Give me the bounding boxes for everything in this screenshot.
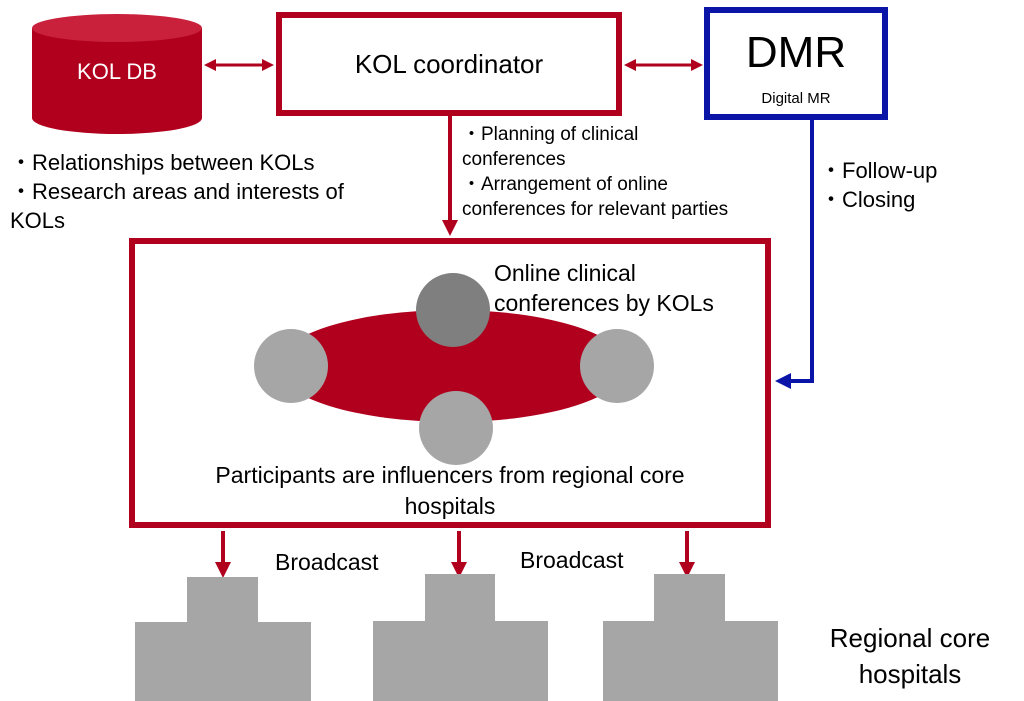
regional-hospitals-label: Regional core hospitals — [800, 620, 1020, 692]
note-line: conferences for relevant parties — [462, 199, 729, 220]
regional-label-line: hospitals — [858, 659, 962, 689]
note-line: conferences — [462, 149, 566, 170]
note-line: ・Closing — [820, 187, 916, 212]
conference-participants-text: Participants are influencers from region… — [140, 460, 760, 522]
conference-title-line: Online clinical — [494, 260, 636, 286]
kol-db-cylinder — [32, 14, 202, 134]
kol-coordinator-label: KOL coordinator — [354, 48, 544, 79]
dmr-box: DMR Digital MR — [704, 7, 888, 120]
regional-label-line: Regional core — [829, 623, 991, 653]
kol-coordinator-box: KOL coordinator — [276, 12, 622, 116]
note-line: ・Research areas and interests of — [10, 179, 344, 204]
arrow-dmr-conference — [775, 120, 814, 389]
online-conference-box — [129, 238, 771, 528]
note-line: ・Relationships between KOLs — [10, 150, 315, 175]
broadcast-label-2: Broadcast — [520, 547, 624, 573]
participant-bottom — [419, 391, 493, 465]
note-line: ・Planning of clinical — [462, 124, 639, 145]
participant-right — [580, 329, 654, 403]
dmr-subtitle: Digital MR — [761, 90, 831, 107]
conference-title-line: conferences by KOLs — [494, 290, 714, 316]
kol-db-label: KOL DB — [77, 59, 157, 84]
participant-top-kol — [416, 273, 490, 347]
dmr-notes: ・Follow-up ・Closing — [820, 156, 937, 214]
hospital-building-1 — [135, 577, 311, 701]
hospital-building-2 — [373, 574, 548, 701]
note-line: ・Arrangement of online — [462, 174, 668, 195]
participants-line: hospitals — [404, 493, 496, 519]
conference-title: Online clinical conferences by KOLs — [494, 258, 714, 318]
note-line: ・Follow-up — [820, 158, 938, 183]
coordinator-notes: ・Planning of clinical conferences ・Arran… — [462, 122, 728, 222]
participants-line: Participants are influencers from region… — [215, 462, 685, 488]
conference-table — [277, 310, 627, 422]
kol-db-notes: ・Relationships between KOLs ・Research ar… — [10, 148, 344, 235]
note-line: KOLs — [10, 208, 66, 233]
dmr-title: DMR — [745, 28, 847, 77]
hospital-building-3 — [603, 574, 778, 701]
participant-left — [254, 329, 328, 403]
broadcast-label-1: Broadcast — [275, 549, 379, 575]
